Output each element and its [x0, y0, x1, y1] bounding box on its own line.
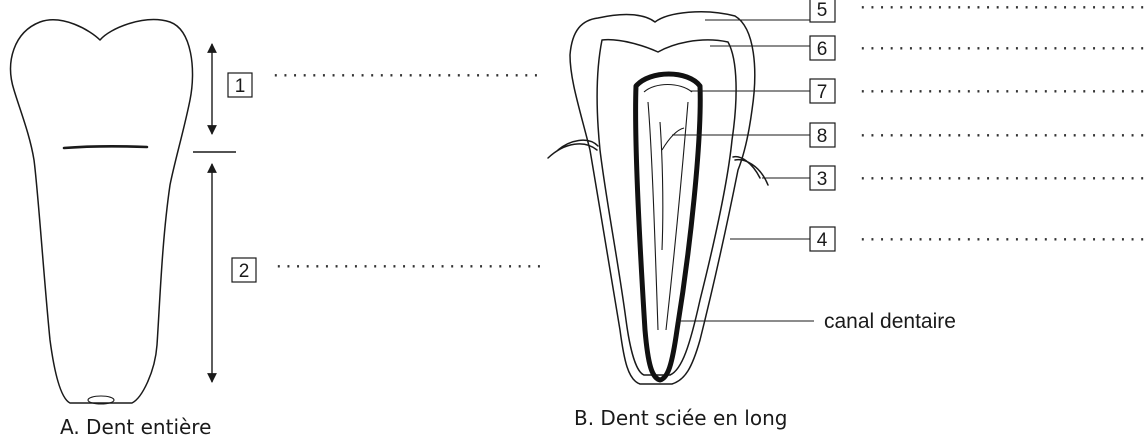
caption-section-tooth: B. Dent sciée en long — [574, 406, 787, 430]
label-number-3: 3 — [817, 169, 828, 190]
answer-line-6: ································ — [858, 39, 1148, 58]
caption-whole-tooth: A. Dent entière — [60, 415, 211, 439]
label-number-2: 2 — [239, 261, 250, 282]
label-number-7: 7 — [817, 82, 828, 103]
label-number-5: 5 — [817, 0, 828, 21]
label-box-1: 1 — [228, 73, 252, 97]
label-number-4: 4 — [817, 230, 828, 251]
whole-tooth-outline — [11, 20, 193, 403]
label-number-1: 1 — [235, 76, 246, 97]
answer-line-1: ···························· — [271, 66, 541, 85]
answer-line-2: ···························· — [274, 257, 544, 276]
canal-dentaire-label: canal dentaire — [824, 310, 956, 333]
section-tooth-diagram: canal dentaire 5 ·······················… — [548, 0, 1148, 430]
answer-line-7: ································ — [858, 82, 1148, 101]
pulp-cavity — [636, 74, 701, 380]
answer-line-8: ································ — [858, 126, 1148, 145]
answer-line-5: ································ — [858, 0, 1148, 17]
label-number-8: 8 — [817, 126, 828, 147]
answer-line-4: ································ — [858, 230, 1148, 249]
whole-tooth-diagram: 1 ···························· 2 ·······… — [11, 20, 544, 439]
answer-line-3: ································ — [858, 169, 1148, 188]
label-box-2: 2 — [232, 258, 256, 282]
label-number-6: 6 — [817, 39, 828, 60]
neck-line — [64, 146, 147, 148]
